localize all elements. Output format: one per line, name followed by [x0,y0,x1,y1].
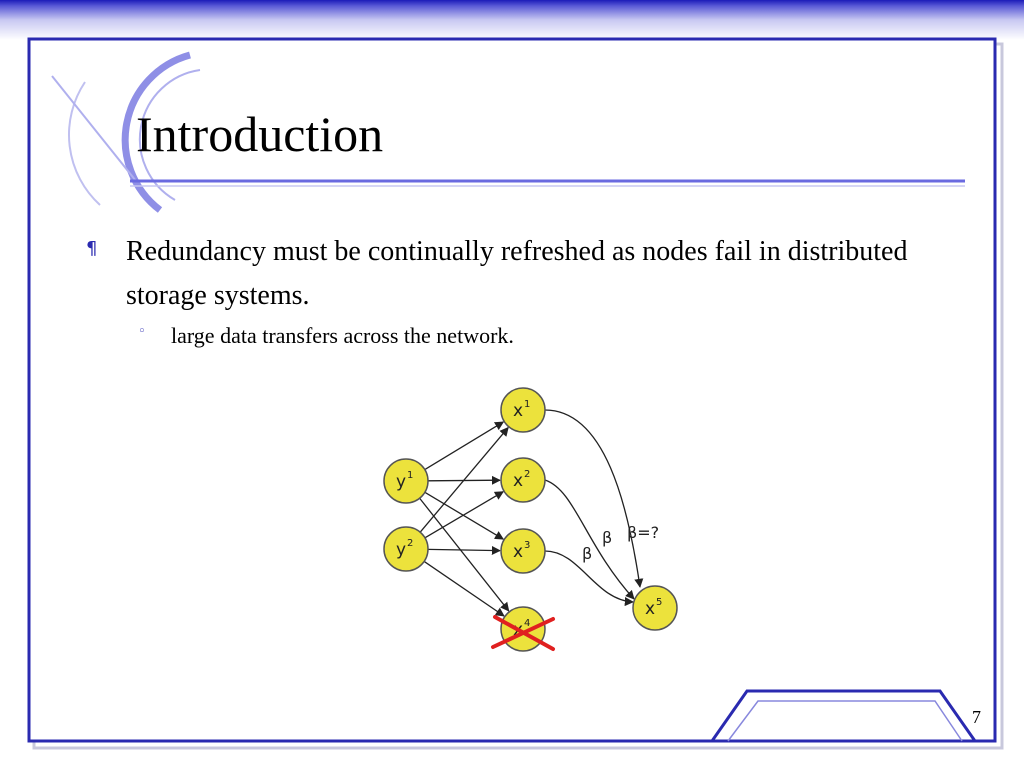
failed-cross-icon [491,615,555,651]
edge-y2-x4 [423,560,505,617]
node-circle [383,458,429,504]
node-circle [383,526,429,572]
page-number: 7 [972,707,981,727]
edge-label-x1: β=? [627,523,659,542]
edge-y2-x3 [427,545,501,556]
node-circle [632,585,678,631]
edge-x1-x5 [544,409,644,588]
slide-title: Introduction [136,106,384,162]
node-superscript: 3 [524,540,530,551]
node-superscript: 4 [524,618,530,629]
node-label: x [513,401,523,421]
node-circle [500,457,546,503]
edge-label-x3: β [582,544,592,563]
decorative-arc-inner [138,69,201,201]
edge-y1-x1 [424,421,505,471]
node-label: y [396,472,406,492]
edge-label-x2: β [602,528,612,547]
edge-y2-x2 [424,491,504,539]
node-superscript: 2 [407,538,413,549]
node-label: x [513,471,523,491]
node-circle [500,387,546,433]
node-x4: x4 [491,606,555,652]
node-superscript: 2 [524,469,530,480]
decorative-arc-large [121,51,191,213]
node-circle [500,528,546,574]
bullet-icon: ¶ [86,238,98,259]
edge-y1-x4 [419,497,510,612]
bullet-text: Redundancy must be continually refreshed… [126,236,908,311]
sub-bullet-text: large data transfers across the network. [171,323,514,348]
edge-y1-x3 [424,491,505,540]
decorative-diagonal [51,75,137,182]
sub-bullet-icon: ◦ [138,324,146,339]
node-label: y [396,540,406,560]
node-label: x [645,599,655,619]
edge-y2-x1 [419,426,509,533]
network-diagram: β=?ββ y1y2x1x2x3x4x5 [383,387,678,652]
page-number-tab [710,689,977,742]
decorative-arc-left [67,81,101,206]
node-superscript: 5 [656,597,662,608]
node-superscript: 1 [407,470,413,481]
edge-x2-x5 [544,479,635,600]
node-superscript: 1 [524,399,530,410]
edge-x3-x5 [544,550,634,607]
node-label: x [513,542,523,562]
diagram-nodes: y1y2x1x2x3x4x5 [383,387,678,652]
diagram-edges: β=? ββ [419,409,659,617]
